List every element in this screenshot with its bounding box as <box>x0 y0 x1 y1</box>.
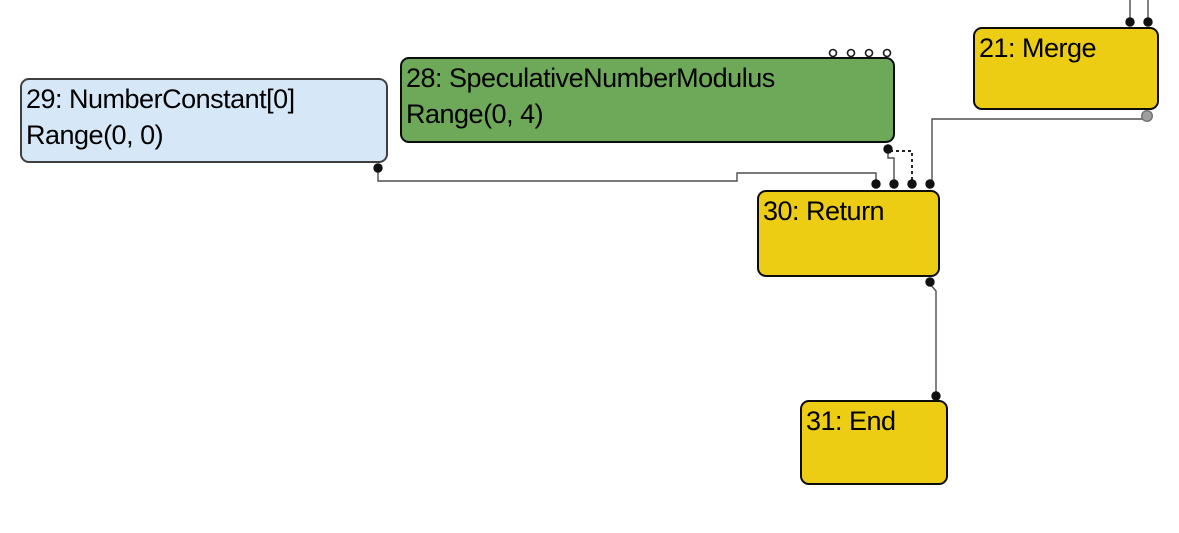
graph-node-31-end[interactable]: 31: End <box>800 400 948 485</box>
graph-node-30-return[interactable]: 30: Return <box>757 190 940 277</box>
node-21-label-0: 21: Merge <box>979 33 1097 63</box>
node-28-label-1: Range(0, 4) <box>406 99 544 129</box>
node-28-label-0: 28: SpeculativeNumberModulus <box>406 63 775 93</box>
node-29-label-1: Range(0, 0) <box>26 120 164 150</box>
node-29-label-0: 29: NumberConstant[0] <box>26 84 295 114</box>
node-30-label-0: 30: Return <box>763 196 885 226</box>
node-31-label-0: 31: End <box>806 406 896 436</box>
graph-node-29-number-constant[interactable]: 29: NumberConstant[0] Range(0, 0) <box>20 78 388 163</box>
graph-node-21-merge[interactable]: 21: Merge <box>973 27 1159 110</box>
